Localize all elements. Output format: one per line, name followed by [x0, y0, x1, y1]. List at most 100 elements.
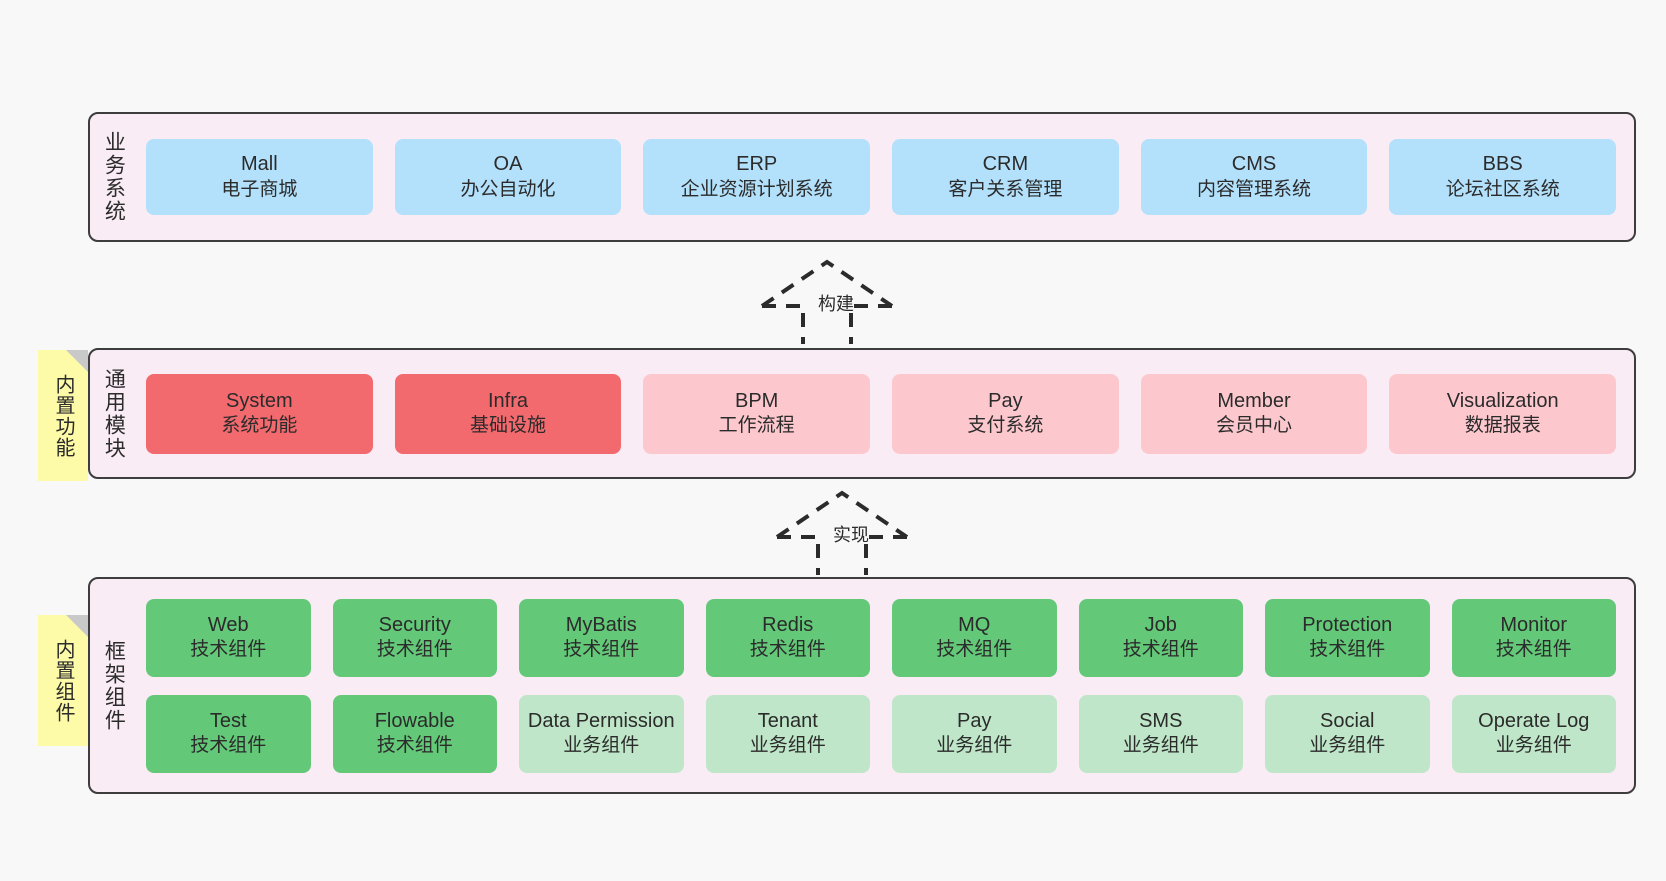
card-erp[interactable]: ERP 企业资源计划系统: [643, 139, 871, 215]
card-mybatis[interactable]: MyBatis 技术组件: [519, 598, 684, 677]
arrow-implement: 实现: [755, 487, 955, 575]
card-bpm[interactable]: BPM 工作流程: [643, 373, 871, 454]
card-subtitle: 业务组件: [936, 735, 1013, 757]
card-subtitle: 技术组件: [190, 639, 267, 661]
card-title: SMS: [1139, 709, 1183, 732]
card-title: Data Permission: [527, 709, 675, 732]
sticky-note-label: 内置组件: [52, 638, 74, 723]
card-row: Test 技术组件 Flowable 技术组件 Data Permission …: [146, 694, 1616, 773]
card-subtitle: 业务组件: [563, 735, 640, 757]
card-subtitle: 系统功能: [221, 415, 298, 437]
layer-body-common-module: System 系统功能 Infra 基础设施 BPM 工作流程 Pay 支付系统…: [136, 350, 1634, 477]
layer-common-module: 通用模块 System 系统功能 Infra 基础设施 BPM 工作流程 Pay…: [88, 348, 1636, 479]
card-title: Protection: [1302, 613, 1393, 636]
card-subtitle: 技术组件: [1495, 639, 1572, 661]
card-operate-log[interactable]: Operate Log 业务组件: [1451, 694, 1616, 773]
card-web[interactable]: Web 技术组件: [146, 598, 311, 677]
card-subtitle: 技术组件: [936, 639, 1013, 661]
card-title: Monitor: [1500, 613, 1568, 636]
arrow-implement-icon: [775, 490, 909, 575]
card-title: Pay: [957, 709, 992, 732]
card-title: Operate Log: [1478, 709, 1590, 732]
card-crm[interactable]: CRM 客户关系管理: [892, 139, 1119, 215]
card-subtitle: 办公自动化: [460, 178, 556, 200]
card-subtitle: 技术组件: [563, 639, 640, 661]
card-test[interactable]: Test 技术组件: [146, 694, 311, 773]
card-subtitle: 会员中心: [1216, 415, 1293, 437]
card-title: ERP: [736, 153, 778, 176]
card-subtitle: 技术组件: [749, 639, 826, 661]
page-fold-icon: [66, 350, 88, 372]
card-social[interactable]: Social 业务组件: [1265, 694, 1430, 773]
layer-title-common-module: 通用模块: [102, 367, 126, 460]
card-subtitle: 工作流程: [718, 415, 795, 437]
card-protection[interactable]: Protection 技术组件: [1265, 598, 1430, 677]
card-subtitle: 内容管理系统: [1197, 178, 1312, 200]
arrow-build-icon: [760, 259, 894, 344]
arrow-build-label: 构建: [818, 294, 854, 314]
card-title: BBS: [1482, 153, 1523, 176]
card-title: Job: [1144, 613, 1177, 636]
card-bbs[interactable]: BBS 论坛社区系统: [1389, 139, 1617, 215]
card-data-permission[interactable]: Data Permission 业务组件: [519, 694, 684, 773]
card-subtitle: 论坛社区系统: [1445, 178, 1560, 200]
card-subtitle: 业务组件: [1309, 735, 1386, 757]
card-subtitle: 技术组件: [376, 639, 453, 661]
card-flowable[interactable]: Flowable 技术组件: [332, 694, 497, 773]
card-title: Test: [209, 709, 247, 732]
card-title: Flowable: [374, 709, 455, 732]
card-pay-component[interactable]: Pay 业务组件: [892, 694, 1057, 773]
card-subtitle: 技术组件: [376, 735, 453, 757]
card-title: Visualization: [1446, 389, 1559, 412]
card-title: Infra: [487, 389, 529, 412]
card-visualization[interactable]: Visualization 数据报表: [1389, 373, 1617, 454]
layer-body-business-system: Mall 电子商城 OA 办公自动化 ERP 企业资源计划系统 CRM 客户关系…: [136, 114, 1634, 240]
arrow-implement-label: 实现: [833, 525, 869, 545]
card-infra[interactable]: Infra 基础设施: [394, 373, 622, 454]
card-title: Social: [1320, 709, 1375, 732]
card-pay[interactable]: Pay 支付系统: [892, 373, 1119, 454]
card-oa[interactable]: OA 办公自动化: [394, 139, 622, 215]
page-fold-icon: [66, 615, 88, 637]
layer-business-system: 业务系统 Mall 电子商城 OA 办公自动化 ERP 企业资源计划系统 CRM…: [88, 112, 1636, 242]
card-subtitle: 业务组件: [1495, 735, 1572, 757]
card-system[interactable]: System 系统功能: [146, 373, 373, 454]
card-subtitle: 业务组件: [1122, 735, 1199, 757]
card-redis[interactable]: Redis 技术组件: [705, 598, 870, 677]
card-title: MyBatis: [565, 613, 637, 636]
layer-framework-component: 框架组件 Web 技术组件 Security 技术组件 MyBatis 技术组件…: [88, 577, 1636, 794]
card-member[interactable]: Member 会员中心: [1140, 373, 1368, 454]
layer-title-framework-component: 框架组件: [102, 639, 126, 732]
card-title: Member: [1217, 389, 1291, 412]
card-subtitle: 企业资源计划系统: [680, 178, 833, 200]
card-title: Security: [378, 613, 451, 636]
sticky-note-label: 内置功能: [52, 373, 74, 458]
card-subtitle: 数据报表: [1464, 415, 1541, 437]
layer-title-business-system: 业务系统: [102, 131, 126, 223]
card-job[interactable]: Job 技术组件: [1078, 598, 1243, 677]
card-sms[interactable]: SMS 业务组件: [1078, 694, 1243, 773]
card-title: Mall: [241, 153, 278, 176]
card-monitor[interactable]: Monitor 技术组件: [1451, 598, 1616, 677]
card-cms[interactable]: CMS 内容管理系统: [1140, 139, 1368, 215]
card-subtitle: 电子商城: [221, 178, 298, 200]
card-row: System 系统功能 Infra 基础设施 BPM 工作流程 Pay 支付系统…: [146, 373, 1617, 454]
card-title: System: [225, 389, 293, 412]
card-title: CRM: [982, 153, 1029, 176]
card-security[interactable]: Security 技术组件: [332, 598, 497, 677]
card-subtitle: 技术组件: [1309, 639, 1386, 661]
card-title: CMS: [1231, 153, 1277, 176]
card-title: Web: [207, 613, 249, 636]
sticky-note-builtin-function: 内置功能: [38, 350, 88, 481]
card-mq[interactable]: MQ 技术组件: [892, 598, 1057, 677]
card-title: Pay: [988, 389, 1023, 412]
sticky-note-builtin-component: 内置组件: [38, 615, 88, 746]
card-mall[interactable]: Mall 电子商城: [146, 139, 373, 215]
card-subtitle: 支付系统: [967, 415, 1044, 437]
card-subtitle: 技术组件: [190, 735, 267, 757]
card-subtitle: 技术组件: [1122, 639, 1199, 661]
card-tenant[interactable]: Tenant 业务组件: [705, 694, 870, 773]
card-subtitle: 基础设施: [470, 415, 547, 437]
card-title: BPM: [735, 389, 779, 412]
